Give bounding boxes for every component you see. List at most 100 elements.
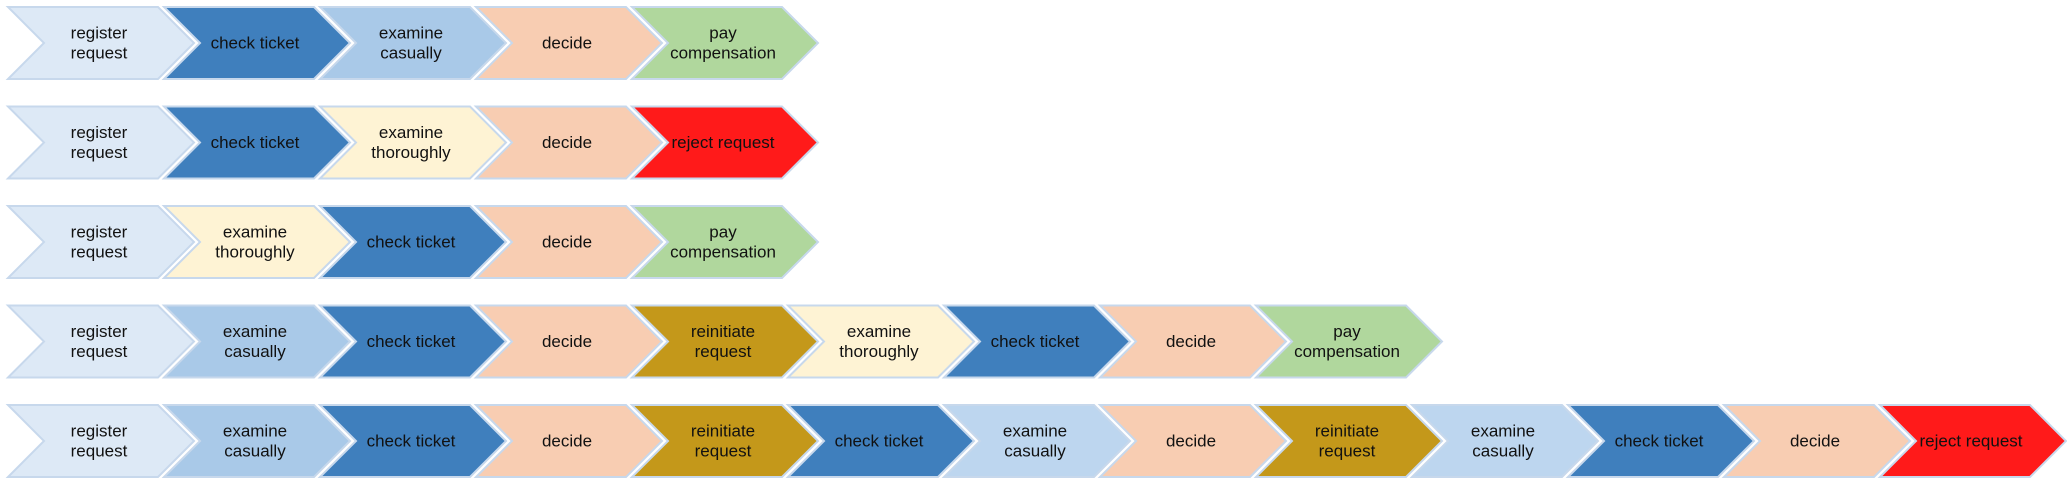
chevron-shape (473, 105, 664, 180)
step-check-ticket: check ticket (161, 6, 352, 80)
step-check-ticket: check ticket (317, 404, 508, 478)
step-label: examine (223, 223, 287, 242)
step-decide: decide (1097, 404, 1288, 478)
chevron-shape (1565, 404, 1756, 478)
step-label: decide (542, 34, 592, 53)
chevron-shape (629, 205, 820, 279)
step-label: thoroughly (839, 342, 919, 361)
step-check-ticket: check ticket (1565, 404, 1756, 478)
step-label: casually (1004, 442, 1066, 461)
step-label: decide (542, 432, 592, 451)
chevron-shape (473, 404, 664, 478)
step-label: request (695, 442, 752, 461)
step-label: request (71, 143, 128, 162)
chevron-shape (5, 6, 196, 80)
step-decide: decide (1721, 404, 1912, 478)
step-reject-request: reject request (1877, 404, 2067, 478)
step-decide: decide (473, 205, 664, 279)
step-label: examine (1003, 422, 1067, 441)
chevron-shape (161, 6, 352, 80)
step-label: casually (224, 342, 286, 361)
step-label: decide (542, 332, 592, 351)
step-label: compensation (670, 44, 776, 63)
step-label: request (1319, 442, 1376, 461)
chevron-shape (317, 105, 508, 180)
step-label: register (71, 223, 128, 242)
step-label: examine (223, 322, 287, 341)
chevron-shape (1877, 404, 2067, 478)
chevron-shape (161, 105, 352, 180)
chevron-shape (473, 304, 664, 379)
chevron-shape (629, 304, 820, 379)
step-label: check ticket (991, 332, 1080, 351)
step-label: reinitiate (691, 422, 755, 441)
chevron-shape (941, 304, 1132, 379)
chevron-shape (1253, 404, 1444, 478)
chevron-shape (473, 6, 664, 80)
step-label: register (71, 422, 128, 441)
step-label: examine (379, 24, 443, 43)
step-label: pay (709, 223, 737, 242)
step-label: request (71, 243, 128, 262)
step-label: casually (380, 44, 442, 63)
step-decide: decide (473, 404, 664, 478)
chevron-shape (1097, 404, 1288, 478)
step-label: check ticket (1615, 432, 1704, 451)
chevron-shape (161, 404, 352, 478)
step-label: decide (542, 133, 592, 152)
chevron-shape (1409, 404, 1600, 478)
step-label: examine (847, 322, 911, 341)
step-label: compensation (670, 243, 776, 262)
chevron-shape (317, 404, 508, 478)
step-label: check ticket (211, 133, 300, 152)
step-label: decide (542, 233, 592, 252)
step-check-ticket: check ticket (161, 105, 352, 180)
step-label: thoroughly (371, 143, 451, 162)
step-label: pay (709, 24, 737, 43)
step-label: register (71, 123, 128, 142)
step-label: register (71, 24, 128, 43)
step-label: request (71, 44, 128, 63)
chevron-shape (161, 205, 352, 279)
step-label: decide (1166, 432, 1216, 451)
step-decide: decide (1097, 304, 1288, 379)
chevron-shape (629, 105, 820, 180)
step-check-ticket: check ticket (317, 304, 508, 379)
chevron-shape (5, 304, 196, 379)
step-label: check ticket (367, 432, 456, 451)
step-label: decide (1166, 332, 1216, 351)
step-decide: decide (473, 304, 664, 379)
chevron-shape (5, 205, 196, 279)
chevron-shape (161, 304, 352, 379)
step-label: register (71, 322, 128, 341)
step-label: reinitiate (691, 322, 755, 341)
step-label: examine (223, 422, 287, 441)
chevron-shape (785, 404, 976, 478)
step-label: compensation (1294, 342, 1400, 361)
chevron-shape (5, 404, 196, 478)
chevron-shape (629, 6, 820, 80)
step-check-ticket: check ticket (317, 205, 508, 279)
chevron-shape (785, 304, 976, 379)
chevron-shape (5, 105, 196, 180)
step-check-ticket: check ticket (941, 304, 1132, 379)
step-reject-request: reject request (629, 105, 820, 180)
chevron-shape (1097, 304, 1288, 379)
step-label: request (71, 342, 128, 361)
step-label: request (71, 442, 128, 461)
step-label: pay (1333, 322, 1361, 341)
step-label: check ticket (835, 432, 924, 451)
chevron-shape (941, 404, 1132, 478)
